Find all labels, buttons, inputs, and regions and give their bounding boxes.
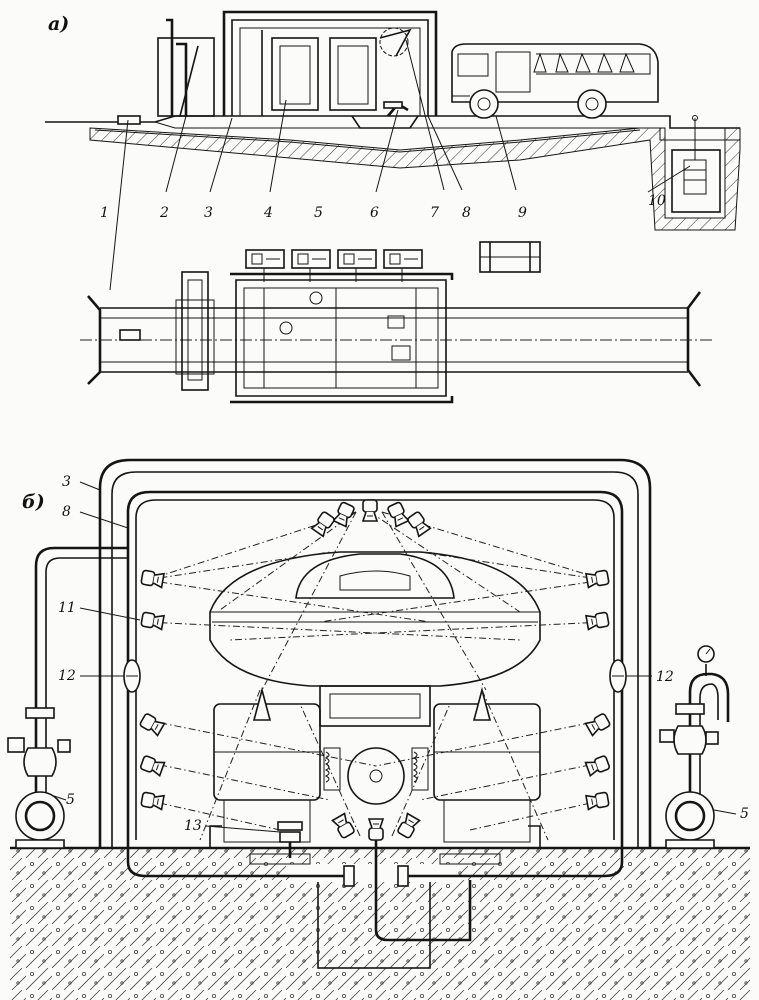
callout-b-11: 11 — [58, 600, 76, 616]
callout-b-12-right: 12 — [656, 669, 674, 685]
callout-9: 9 — [518, 205, 527, 221]
callout-6: 6 — [370, 205, 379, 221]
callout-7: 7 — [430, 205, 439, 221]
spray-nozzle-icon — [406, 510, 432, 538]
roller-unit — [479, 241, 541, 273]
differential — [347, 747, 405, 805]
callout-b-12-left: 12 — [58, 668, 76, 684]
callout-1: 1 — [100, 205, 109, 221]
panel-a-side-elevation — [45, 10, 741, 291]
callout-4: 4 — [263, 205, 273, 221]
spray-nozzle-icon — [140, 791, 165, 811]
panel-label-b: б) — [22, 491, 45, 513]
bus — [451, 43, 659, 119]
pump-units-plan — [245, 249, 423, 282]
callout-5: 5 — [314, 205, 323, 221]
spray-nozzle-icon — [584, 712, 612, 737]
spray-nozzle-icon — [140, 611, 165, 631]
callouts-bottom: б) 3 8 11 12 12 5 5 13 — [22, 474, 749, 834]
spray-nozzle-icon — [332, 500, 356, 528]
settling-pit — [671, 149, 721, 213]
spray-nozzle-icon — [585, 569, 610, 589]
spray-nozzle-icon — [139, 754, 166, 777]
callout-3: 3 — [204, 205, 213, 221]
spray-nozzle-icon — [362, 499, 378, 522]
spray-nozzle-icon — [138, 712, 166, 737]
spray-nozzle-icon — [585, 611, 610, 631]
pump-right — [659, 703, 719, 849]
spray-nozzle-icon — [386, 500, 410, 528]
callout-b-5-left: 5 — [66, 792, 75, 808]
outer-frame — [98, 458, 652, 848]
spray-nozzle-icon — [140, 569, 165, 589]
spray-nozzle-icon — [584, 754, 611, 777]
spray-nozzle-icon — [585, 791, 610, 811]
trench-soil — [89, 127, 741, 231]
panel-b-cross-section — [7, 458, 750, 1000]
callout-2: 2 — [159, 205, 169, 221]
callout-b-3: 3 — [62, 474, 71, 490]
foundation-soil — [10, 848, 750, 1000]
bus-front-wheel — [469, 89, 499, 119]
panel-label-a: а) — [48, 13, 69, 35]
callout-8: 8 — [462, 205, 471, 221]
callout-leaders-top — [109, 39, 691, 291]
washing-gantry — [222, 10, 438, 129]
pump-icon — [15, 791, 65, 841]
callouts-top: 1 2 3 4 5 6 7 8 9 10 — [100, 193, 666, 221]
bus-rear-wheel — [577, 89, 607, 119]
panel-a-plan-view — [80, 241, 712, 404]
spray-nozzle-icon — [368, 818, 384, 841]
bottom-valve — [277, 821, 303, 858]
spray-jets — [145, 511, 605, 841]
callout-b-13: 13 — [184, 818, 202, 834]
spray-nozzle-icon — [310, 510, 336, 538]
callout-b-8: 8 — [62, 504, 71, 520]
pump-left — [7, 707, 71, 849]
spray-ring — [126, 490, 624, 840]
vehicle-section — [209, 551, 541, 865]
pump-icon — [665, 791, 715, 841]
callout-leaders-bottom — [53, 481, 737, 833]
callout-b-5-right: 5 — [740, 806, 749, 822]
callout-10: 10 — [648, 193, 666, 209]
